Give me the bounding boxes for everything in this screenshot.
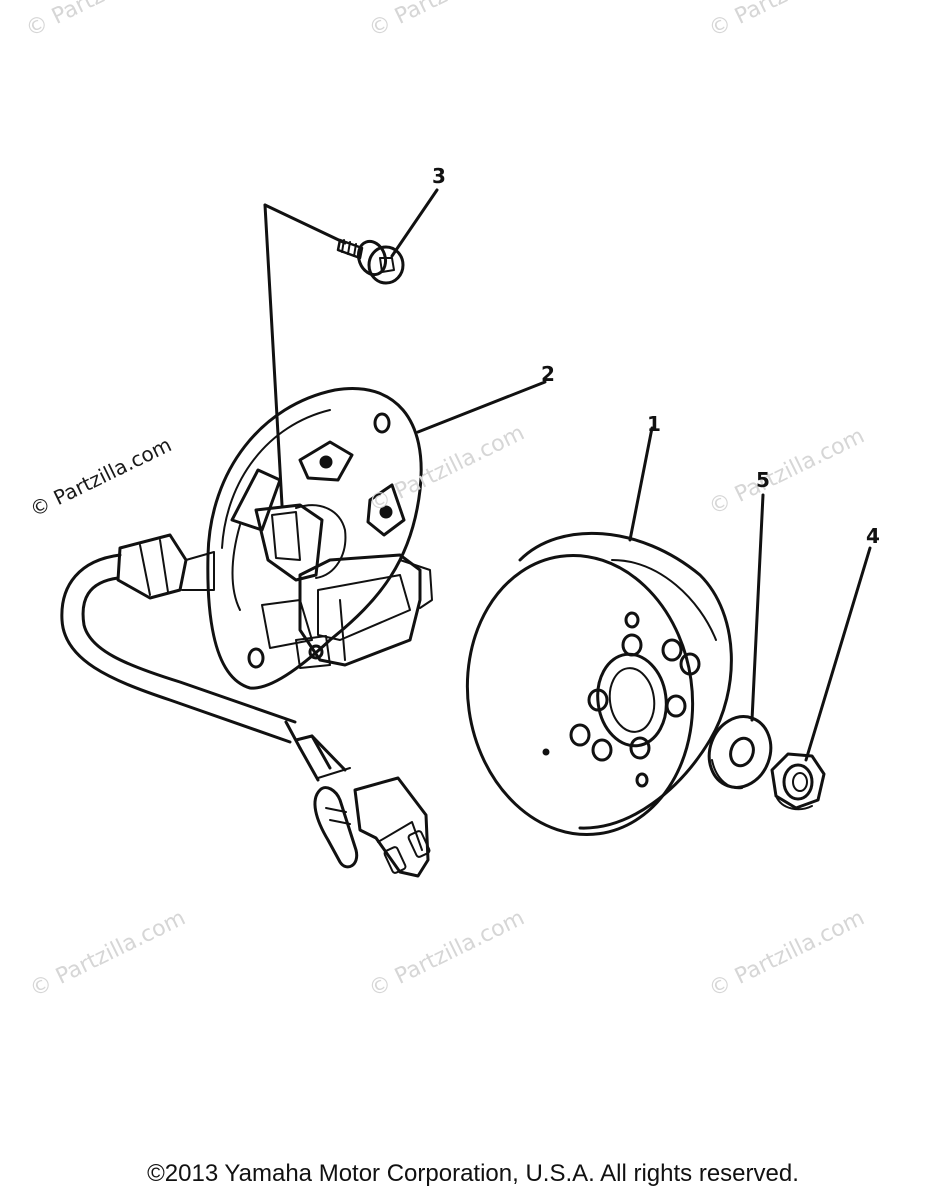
washer-part-5[interactable]	[699, 708, 780, 796]
leader-lines	[265, 190, 870, 760]
flywheel-rotor-part-1[interactable]	[450, 533, 732, 849]
callout-1: 1	[647, 412, 661, 436]
callout-3: 3	[432, 164, 446, 188]
copyright-notice: ©2013 Yamaha Motor Corporation, U.S.A. A…	[147, 1160, 799, 1187]
callout-4: 4	[866, 524, 880, 548]
callout-2: 2	[541, 362, 555, 386]
stator-assembly-part-2[interactable]	[62, 388, 432, 876]
nut-part-4[interactable]	[772, 754, 824, 809]
callout-5: 5	[756, 468, 770, 492]
screw-part-3[interactable]	[338, 238, 403, 283]
